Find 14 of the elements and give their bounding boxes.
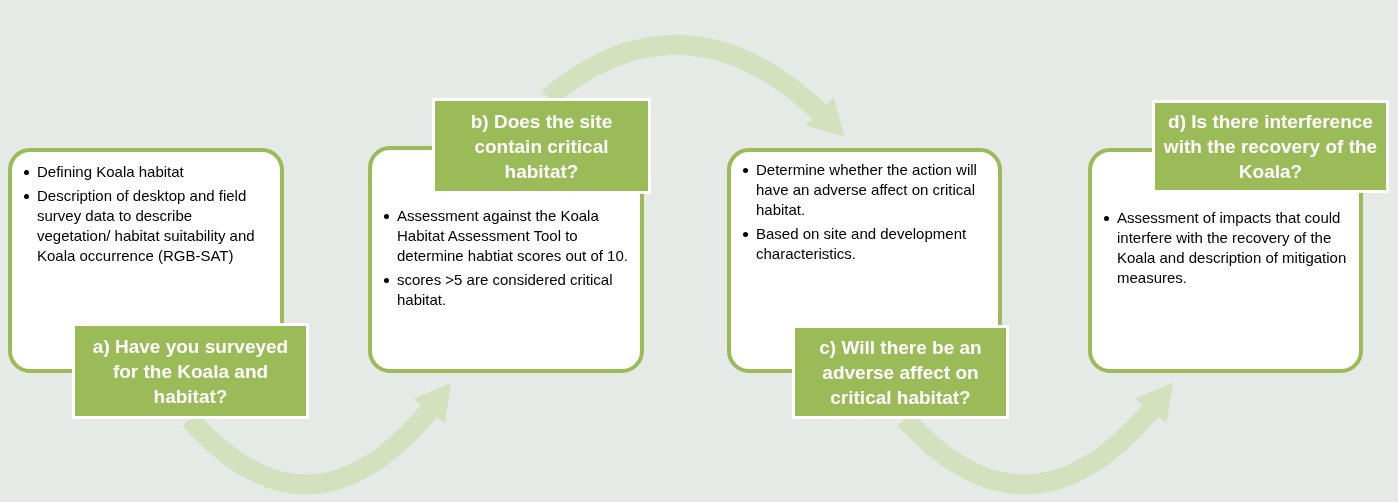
- curved-arrow: [897, 383, 1174, 494]
- question-tab: c) Will there be an adverse affect on critical habitat?: [792, 325, 1009, 419]
- bullet-text: Defining Koala habitat: [37, 162, 184, 182]
- bullet-text: Based on site and development characteristics.: [756, 224, 968, 264]
- curved-arrow: [182, 383, 452, 494]
- bullet-text: Description of desktop and field survey data to describe vegetation/ habitat suitability and Koala occurrence (RGB-SAT): [37, 186, 256, 266]
- bullet-text: scores >5 are considered critical habitat.: [397, 270, 614, 310]
- bullet-text: Determine whether the action will have an adverse affect on critical habitat.: [756, 160, 978, 220]
- question-tab: a) Have you surveyed for the Koala and habitat?: [72, 323, 309, 419]
- curved-arrow: [542, 35, 846, 137]
- question-tab: d) Is there interference with the recovery of the Koala?: [1152, 100, 1389, 193]
- bullet-text: Assessment of impacts that could interfere with the recovery of the Koala and description of mitigation measures.: [1117, 208, 1347, 288]
- question-tab: b) Does the site contain critical habitat?: [432, 98, 651, 194]
- bullet-text: Assessment against the Koala Habitat Assessment Tool to determine habtiat scores out of 10.: [397, 206, 628, 266]
